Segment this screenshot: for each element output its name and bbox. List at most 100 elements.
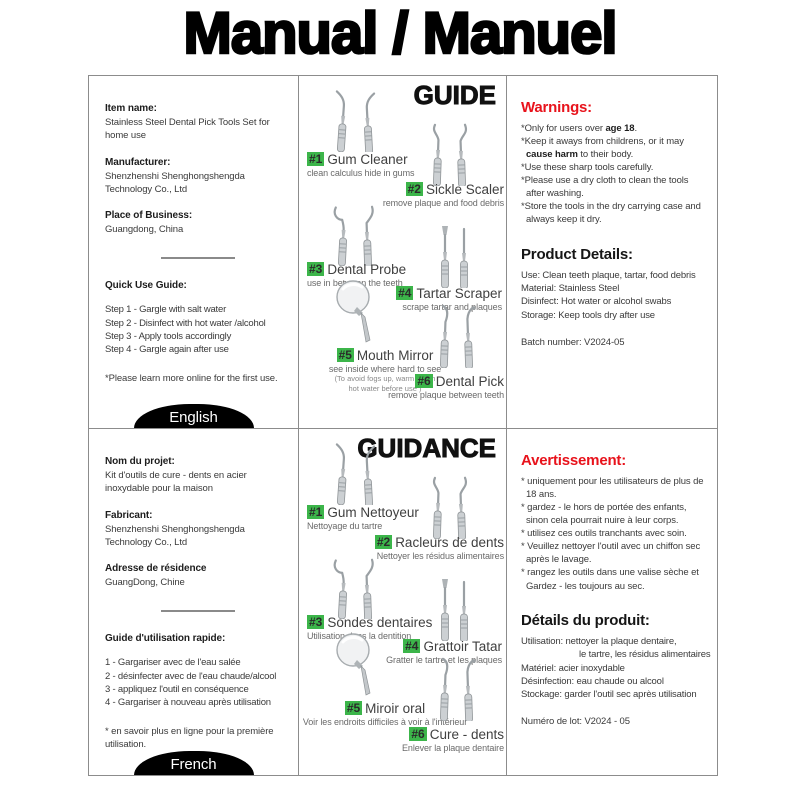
warning-item: *Please use a dry cloth to clean the too… bbox=[521, 175, 689, 200]
step-line: 1 - Gargariser avec de l'eau salée bbox=[105, 657, 241, 669]
mouth-mirror-icon bbox=[336, 633, 371, 696]
batch-number: Batch number: V2024-05 bbox=[521, 336, 625, 348]
product-detail-line: Use: Clean teeth plaque, tartar, food de… bbox=[521, 270, 696, 282]
english-warnings-cell: Warnings: *Only for users over age 18. *… bbox=[506, 76, 717, 428]
step-line: Step 4 - Gargle again after use bbox=[105, 344, 229, 356]
guide-heading: GUIDE bbox=[413, 80, 496, 111]
tool-note: (To avoid fogs up, warm it with bbox=[334, 374, 436, 383]
tool-name: Miroir oral bbox=[365, 701, 426, 716]
tool-name: Dental Probe bbox=[327, 262, 407, 277]
tool-name: Cure - dents bbox=[429, 727, 504, 742]
place-of-business-block: Adresse de résidence GuangDong, Chine bbox=[105, 562, 290, 589]
step-line: 4 - Gargariser à nouveau après utilisati… bbox=[105, 697, 271, 709]
tool-number-badge: #3 bbox=[307, 262, 325, 276]
product-detail-line: Désinfection: eau chaude ou alcool bbox=[521, 675, 664, 687]
warnings-title: Avertissement: bbox=[521, 452, 627, 469]
tool-name: Racleurs de dents bbox=[395, 535, 504, 550]
warning-item: * Veuillez nettoyer l'outil avec un chif… bbox=[521, 541, 701, 566]
manual-table: Item name: Stainless Steel Dental Pick T… bbox=[88, 75, 718, 776]
manufacturer-value: Shenzhenshi Shenghongshengda Technology … bbox=[105, 170, 245, 195]
first-use-note: *Please learn more online for the first … bbox=[105, 372, 278, 384]
tool-name: Grattoir Tatar bbox=[423, 639, 502, 654]
gum-cleaner-icon bbox=[335, 90, 376, 152]
tool-name: Sondes dentaires bbox=[327, 615, 433, 630]
tool-name: Dental Pick bbox=[435, 374, 504, 389]
tool-desc: remove plaque between teeth bbox=[388, 390, 504, 400]
manufacturer-block: Fabricant: Shenzhenshi Shenghongshengda … bbox=[105, 509, 290, 550]
step-line: Step 3 - Apply tools accordingly bbox=[105, 331, 232, 343]
tool-desc: Enlever la plaque dentaire bbox=[402, 743, 504, 753]
page-title: Manual / Manuel bbox=[182, 0, 619, 67]
dental-pick-icon bbox=[440, 304, 476, 368]
tool-number-badge: #2 bbox=[405, 182, 423, 196]
manufacturer-label: Manufacturer: bbox=[105, 156, 171, 168]
tool-number-badge: #6 bbox=[409, 727, 427, 741]
warning-item: *Use these sharp tools carefully. bbox=[521, 162, 654, 174]
tool-number-badge: #2 bbox=[374, 535, 393, 549]
step-line: Step 2 - Disinfect with hot water /alcoh… bbox=[105, 317, 266, 329]
tool-number-badge: #1 bbox=[307, 505, 325, 519]
product-detail-line: Disinfect: Hot water or alcohol swabs bbox=[521, 296, 672, 308]
tool-note: hot water before use ) bbox=[348, 383, 422, 393]
warning-item: * uniquement pour les utilisateurs de pl… bbox=[521, 475, 704, 500]
dental-probe-icon bbox=[333, 558, 374, 619]
product-detail-line: le tartre, les résidus alimentaires bbox=[579, 649, 711, 661]
quick-guide-steps: 1 - Gargariser avec de l'eau salée 2 - d… bbox=[105, 656, 290, 709]
place-of-business-block: Place of Business: Guangdong, China bbox=[105, 209, 290, 236]
batch-number: Numéro de lot: V2024 - 05 bbox=[521, 715, 630, 727]
manufacturer-value: Shenzhenshi Shenghongshengda Technology … bbox=[105, 523, 245, 548]
dental-probe-icon bbox=[333, 205, 374, 266]
warning-item: *Store the tools in the dry carrying cas… bbox=[521, 201, 701, 226]
tool-desc: clean calculus hide in gums bbox=[307, 168, 415, 178]
product-detail-line: Storage: Keep tools dry after use bbox=[521, 309, 655, 321]
tool-desc: remove plaque and food debris bbox=[382, 198, 504, 208]
tool-desc: Voir les endroits difficiles à voir à l'… bbox=[302, 717, 468, 727]
item-name-label: Nom du projet: bbox=[105, 456, 175, 467]
dental-pick-icon bbox=[440, 657, 476, 721]
quick-guide-steps: Step 1 - Gargle with salt water Step 2 -… bbox=[105, 303, 290, 356]
divider-line bbox=[160, 257, 235, 260]
tool-name: Sickle Scaler bbox=[425, 182, 504, 197]
french-warnings-cell: Avertissement: * uniquement pour les uti… bbox=[506, 429, 721, 775]
item-name-value: Kit d'outils de cure - dents en acier in… bbox=[105, 470, 247, 495]
tool-number-badge: #5 bbox=[344, 701, 363, 715]
item-name-block: Item name: Stainless Steel Dental Pick T… bbox=[105, 102, 290, 143]
english-section: Item name: Stainless Steel Dental Pick T… bbox=[89, 76, 717, 428]
quick-guide-title: Guide d'utilisation rapide: bbox=[105, 633, 226, 645]
warning-item: * gardez - le hors de portée des enfants… bbox=[521, 501, 687, 527]
place-value: GuangDong, Chine bbox=[105, 577, 185, 589]
manufacturer-label: Fabricant: bbox=[105, 509, 153, 521]
french-section: Nom du projet: Kit d'outils de cure - de… bbox=[89, 428, 717, 775]
product-detail-line: Material: Stainless Steel bbox=[521, 283, 620, 295]
quick-guide-title: Quick Use Guide: bbox=[105, 280, 187, 292]
tool-name: Gum Cleaner bbox=[327, 152, 408, 167]
warning-item: * rangez les outils dans une valise sèch… bbox=[521, 567, 699, 592]
tool-number-badge: #4 bbox=[396, 286, 414, 300]
warnings-title: Warnings: bbox=[521, 99, 592, 116]
item-name-value: Stainless Steel Dental Pick Tools Set fo… bbox=[105, 117, 270, 142]
tool-desc: Nettoyer les résidus alimentaires bbox=[376, 551, 504, 561]
sickle-scaler-icon bbox=[432, 476, 468, 539]
tool-name: Mouth Mirror bbox=[356, 348, 434, 363]
tool-number-badge: #4 bbox=[403, 639, 421, 653]
tartar-scraper-icon bbox=[441, 579, 468, 641]
tool-number-badge: #6 bbox=[415, 374, 433, 388]
place-label: Place of Business: bbox=[105, 210, 193, 222]
first-use-note: * en savoir plus en ligne pour la premiè… bbox=[105, 725, 274, 750]
step-line: 3 - appliquez l'outil en conséquence bbox=[105, 684, 249, 696]
tool-number-badge: #5 bbox=[336, 348, 354, 362]
french-language-badge: French bbox=[133, 751, 254, 775]
place-value: Guangdong, China bbox=[105, 224, 184, 236]
product-detail-line: Stockage: garder l'outil sec après utili… bbox=[521, 688, 697, 700]
warning-item: *Only for users over age 18. bbox=[521, 122, 638, 134]
english-language-badge: English bbox=[133, 404, 254, 428]
tool-desc: Nettoyage du tartre bbox=[307, 521, 383, 531]
gum-cleaner-icon bbox=[335, 443, 376, 505]
tool-name: Gum Nettoyeur bbox=[327, 505, 419, 520]
